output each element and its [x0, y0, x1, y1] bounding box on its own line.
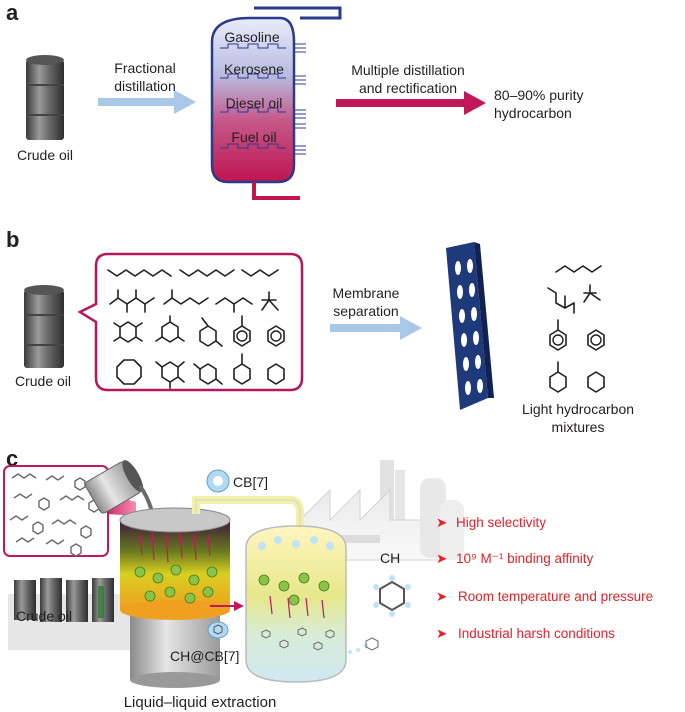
feature-bullet-1: ➤ [436, 515, 448, 530]
fraction-fuel-oil: Fuel oil [231, 129, 276, 145]
panel-c-letter: c [6, 446, 18, 471]
crude-oil-label-c: Crude oil [16, 608, 72, 624]
fractional-distillation-arrow [98, 90, 196, 114]
feature-harsh-conditions: Industrial harsh conditions [458, 626, 615, 641]
fraction-diesel: Diesel oil [226, 95, 283, 111]
liquid-liquid-extraction-label: Liquid–liquid extraction [124, 694, 277, 711]
crude-oil-barrels-cluster [8, 578, 130, 650]
membrane-plate [446, 242, 494, 410]
aromatic-structures [113, 315, 285, 347]
crude-oil-barrel-b [24, 285, 64, 368]
feature-binding-affinity: 10⁹ M⁻¹ binding affinity [456, 551, 593, 566]
distillation-column [210, 6, 342, 200]
feature-bullet-4: ➤ [436, 626, 448, 641]
membrane-separation-arrow [330, 316, 422, 340]
product-label-line1: 80–90% purity [494, 87, 584, 103]
feature-high-selectivity: High selectivity [456, 515, 546, 530]
panel-b-letter: b [6, 227, 19, 252]
membrane-label-line1: Membrane [333, 285, 400, 301]
separation-vessel [245, 525, 347, 683]
pouring-barrel [84, 460, 156, 521]
feature-bullet-2: ➤ [436, 551, 448, 566]
fraction-kerosene: Kerosene [224, 61, 284, 77]
transfer-arrow [210, 601, 244, 611]
cyclohexane-molecule [373, 575, 411, 617]
ch-label: CH [380, 550, 400, 566]
panel-a-letter: a [6, 0, 19, 25]
product-label-line2: hydrocarbon [494, 105, 572, 121]
feature-list: ➤ High selectivity ➤ 10⁹ M⁻¹ binding aff… [436, 515, 653, 641]
light-hydrocarbon-label-line2: mixtures [552, 419, 605, 435]
crude-oil-barrel-a [26, 55, 64, 140]
fraction-gasoline: Gasoline [224, 29, 279, 45]
ch-cb7-label: CH@CB[7] [170, 648, 239, 664]
light-hydrocarbon-label-line1: Light hydrocarbon [522, 401, 634, 417]
cb7-label: CB[7] [233, 474, 268, 490]
mixture-zoom-box [3, 465, 136, 557]
arrow1-label-line1: Fractional [114, 60, 175, 76]
arrow2-label-line1: Multiple distillation [351, 62, 465, 78]
branched-alkane-structures [109, 289, 279, 313]
cycloalkane-structures [116, 353, 285, 389]
feature-bullet-3: ➤ [436, 589, 448, 604]
crude-composition-bubble [77, 252, 304, 392]
cb7-icon [206, 469, 230, 493]
light-hydrocarbon-structures [547, 265, 605, 393]
arrow2-label-line2: and rectification [359, 80, 457, 96]
ch-cb7-complex-icon [207, 621, 229, 639]
extraction-reactor [119, 507, 231, 688]
feature-room-temperature: Room temperature and pressure [458, 589, 653, 604]
transfer-pipe [192, 496, 304, 530]
arrow1-label-line2: distillation [114, 78, 175, 94]
ch-output-path [348, 637, 379, 654]
membrane-label-line2: separation [333, 303, 398, 319]
crude-oil-label-b: Crude oil [15, 373, 71, 389]
rectification-arrow [336, 91, 486, 115]
linear-alkane-structures [107, 269, 279, 277]
crude-oil-label-a: Crude oil [17, 147, 73, 163]
